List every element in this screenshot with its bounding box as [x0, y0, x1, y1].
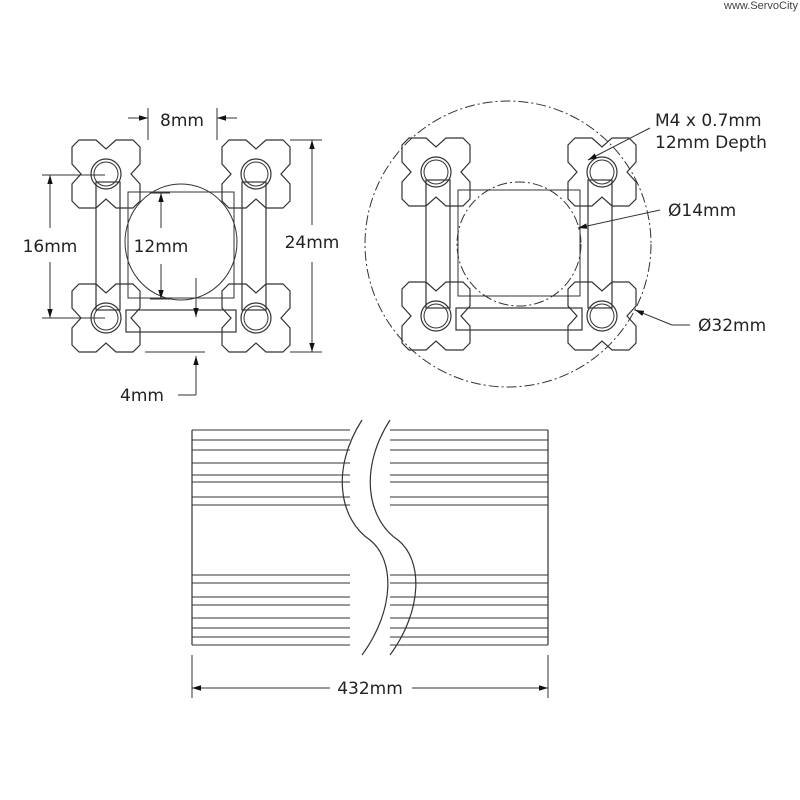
side-web [241, 181, 267, 311]
tapped-hole [420, 300, 452, 332]
dim-24mm: 24mm [285, 139, 340, 353]
corner-block [221, 283, 291, 353]
front-profile-view [71, 139, 291, 353]
corner-block [567, 137, 637, 207]
thread-callout-line1: M4 x 0.7mm [655, 111, 762, 131]
watermark: www.ServoCity [724, 0, 798, 12]
bore-diameter-label: Ø14mm [668, 201, 736, 221]
tapped-hole [90, 158, 122, 190]
side-web [95, 181, 121, 311]
break-gap [350, 420, 390, 655]
tapped-hole [586, 300, 618, 332]
dim-12mm: 12mm [134, 192, 189, 300]
tapped-hole-inner [589, 159, 615, 185]
tapped-hole-inner [589, 303, 615, 329]
dim-4mm: 4mm [120, 278, 205, 406]
outer-diameter-label: Ø32mm [698, 316, 766, 336]
tapped-hole [586, 156, 618, 188]
outer-diameter-circle [364, 100, 652, 388]
tapped-hole-inner [423, 303, 449, 329]
center-channel [127, 191, 235, 299]
side-length-view [191, 419, 549, 656]
dim-label-8mm: 8mm [160, 111, 204, 131]
tapped-hole-inner [243, 305, 269, 331]
dim-16mm: 16mm [23, 174, 105, 319]
tapped-hole [240, 302, 272, 334]
corner-block [221, 139, 291, 209]
length-label: 432mm [337, 679, 403, 699]
tapped-hole [240, 158, 272, 190]
dim-8mm: 8mm [128, 108, 237, 140]
end-profile-view [364, 100, 652, 388]
callout-outer: Ø32mm [634, 309, 766, 336]
break-line [369, 419, 417, 656]
corner-block [71, 139, 141, 209]
corner-block [567, 281, 637, 351]
tapped-hole-inner [93, 161, 119, 187]
dim-label-12mm: 12mm [134, 237, 189, 257]
corner-block [401, 137, 471, 207]
tapped-hole-inner [243, 161, 269, 187]
dim-label-4mm: 4mm [120, 386, 164, 406]
callout-bore: Ø14mm [577, 201, 736, 229]
break-line [341, 419, 389, 656]
corner-block [71, 283, 141, 353]
callout-thread: M4 x 0.7mm 12mm Depth [587, 111, 767, 161]
bearing-pocket [124, 183, 238, 301]
tapped-hole-inner [423, 159, 449, 185]
tapped-hole [420, 156, 452, 188]
corner-block [401, 281, 471, 351]
thread-callout-line2: 12mm Depth [655, 133, 767, 153]
bottom-web [455, 307, 583, 331]
bottom-web [125, 309, 237, 333]
side-web [425, 179, 451, 309]
bore-circle [456, 181, 582, 307]
center-channel [457, 189, 581, 297]
side-web [587, 179, 613, 309]
dim-432mm: 432mm [191, 655, 549, 699]
dim-label-24mm: 24mm [285, 233, 340, 253]
dim-label-16mm: 16mm [23, 237, 78, 257]
